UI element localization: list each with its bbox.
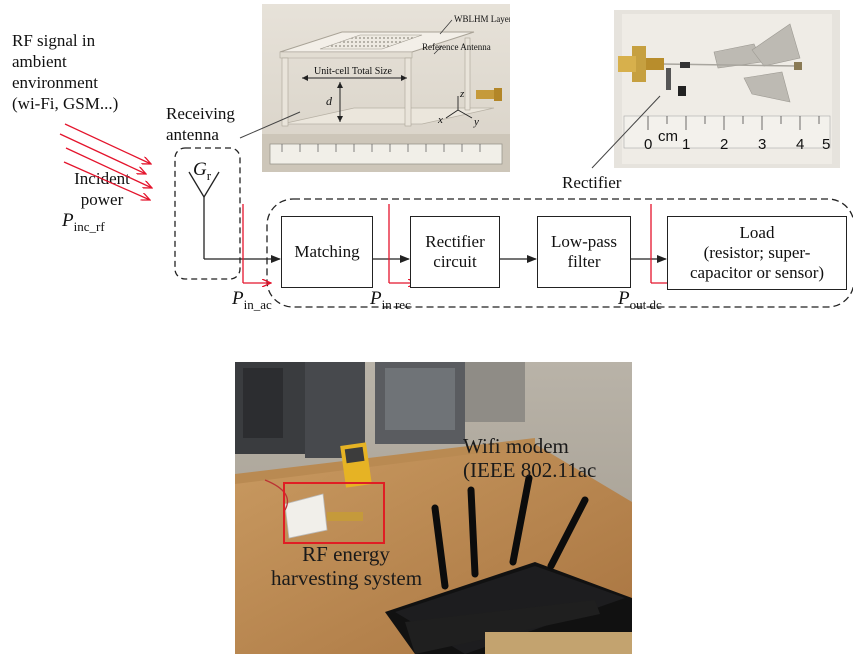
ruler-tick-5: 5 <box>822 136 831 153</box>
rf-signal-line-3: environment <box>12 73 98 92</box>
rectifier-circuit-block: Rectifier circuit <box>410 216 500 288</box>
wifi-modem-label: Wifi modem (IEEE 802.11ac <box>463 434 596 482</box>
rf-signal-label: RF signal in ambient environment (wi-Fi,… <box>12 30 118 114</box>
p-in-ac-sub: in_ac <box>243 296 272 312</box>
rf-harvesting-highlight <box>283 482 385 544</box>
rectifier-photo-drawing <box>618 14 832 164</box>
ruler-tick-4: 4 <box>796 136 805 153</box>
receiving-line-2: antenna <box>166 125 219 144</box>
x-axis-label: x <box>438 114 443 126</box>
rectifier-photo-label: Rectifier <box>562 173 622 192</box>
low-pass-filter-block: Low-pass filter <box>537 216 631 288</box>
rfh-line-2: harvesting system <box>271 566 423 590</box>
wifi-line-1: Wifi modem <box>463 434 569 458</box>
load-line-2: (resistor; super- <box>703 243 811 262</box>
lowpass-line-1: Low-pass <box>550 232 618 251</box>
rf-signal-line-4: (wi-Fi, GSM...) <box>12 94 119 113</box>
p-out-dc-main: P <box>618 288 630 309</box>
cm-label: cm <box>658 128 678 145</box>
room-photo-drawing <box>235 362 632 654</box>
rectifier-line-1: Rectifier <box>425 232 485 251</box>
rectifier-photo: cm 0 1 2 3 4 5 <box>614 10 840 168</box>
load-line-1: Load <box>739 223 775 242</box>
lowpass-line-2: filter <box>567 252 601 271</box>
room-photo: Wifi modem (IEEE 802.11ac RF energy harv… <box>235 362 632 654</box>
p-in-ac-symbol: Pin_ac <box>232 288 272 313</box>
gr-sub: r <box>206 167 212 183</box>
receiving-antenna-label: Receiving antenna <box>166 103 235 145</box>
p-in-ac-main: P <box>232 288 244 309</box>
load-block: Load (resistor; super- capacitor or sens… <box>667 216 847 290</box>
incident-line-2: power <box>80 190 124 209</box>
p-in-rec-main: P <box>370 288 382 309</box>
reference-antenna-label: Reference Antenna <box>422 42 491 52</box>
antenna-photo: WBLHM Layer Reference Antenna Unit-cell … <box>262 4 510 172</box>
p-out-dc-symbol: Pout dc <box>618 288 662 313</box>
wifi-line-2: (IEEE 802.11ac <box>463 458 597 482</box>
ruler-tick-2: 2 <box>720 136 729 153</box>
load-line-3: capacitor or sensor) <box>689 263 825 282</box>
rf-harvesting-label: RF energy harvesting system <box>271 542 423 590</box>
p-inc-rf-symbol: Pinc_rf <box>62 210 105 235</box>
rectifier-line-2: circuit <box>433 252 477 271</box>
matching-block: Matching <box>281 216 373 288</box>
incident-rays <box>59 123 152 200</box>
p-out-dc-sub: out dc <box>629 296 662 312</box>
rf-signal-line-2: ambient <box>12 52 67 71</box>
p-inc-main: P <box>62 210 74 231</box>
rf-signal-line-1: RF signal in <box>12 31 96 50</box>
rfh-line-1: RF energy <box>302 542 390 566</box>
p-inc-sub: inc_rf <box>73 218 105 234</box>
d-label: d <box>326 94 332 108</box>
gr-main: G <box>193 159 207 180</box>
wblhm-layer-label: WBLHM Layer <box>454 14 510 24</box>
ruler-tick-3: 3 <box>758 136 767 153</box>
gr-symbol: Gr <box>193 159 211 184</box>
p-in-rec-sub: in rec <box>381 296 411 312</box>
z-axis-label: z <box>460 88 465 100</box>
receiving-line-1: Receiving <box>166 104 235 123</box>
unit-cell-label: Unit-cell Total Size <box>314 66 392 77</box>
antenna-photo-drawing <box>262 19 510 172</box>
ruler-tick-0: 0 <box>644 136 653 153</box>
p-in-rec-symbol: Pin rec <box>370 288 411 313</box>
ruler-tick-1: 1 <box>682 136 691 153</box>
matching-label: Matching <box>294 242 360 261</box>
y-axis-label: y <box>474 116 479 128</box>
